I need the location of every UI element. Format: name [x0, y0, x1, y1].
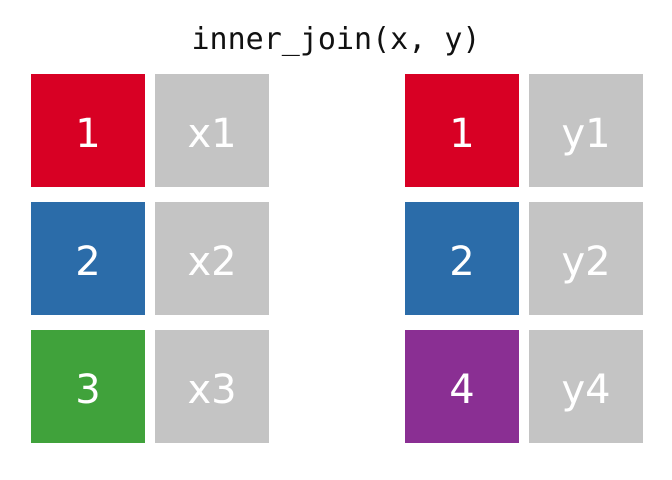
value-cell-label: y2 — [561, 239, 611, 285]
figure-title: inner_join(x, y) — [191, 22, 481, 57]
table-x: 1 x1 2 x2 3 x3 — [31, 74, 269, 443]
key-cell: 3 — [31, 330, 145, 443]
key-cell: 4 — [405, 330, 519, 443]
table-row: 2 y2 — [405, 202, 643, 315]
key-cell: 1 — [31, 74, 145, 187]
value-cell-label: y4 — [561, 367, 611, 413]
value-cell: x2 — [155, 202, 269, 315]
table-row: 4 y4 — [405, 330, 643, 443]
key-cell: 2 — [31, 202, 145, 315]
key-cell: 2 — [405, 202, 519, 315]
value-cell: y4 — [529, 330, 643, 443]
value-cell-label: x1 — [187, 111, 237, 157]
key-cell-label: 4 — [449, 367, 475, 413]
key-cell-label: 2 — [449, 239, 475, 285]
key-cell-label: 1 — [449, 111, 475, 157]
value-cell-label: y1 — [561, 111, 611, 157]
value-cell-label: x2 — [187, 239, 237, 285]
table-row: 3 x3 — [31, 330, 269, 443]
value-cell: y2 — [529, 202, 643, 315]
value-cell-label: x3 — [187, 367, 237, 413]
value-cell: y1 — [529, 74, 643, 187]
table-row: 1 x1 — [31, 74, 269, 187]
table-row: 1 y1 — [405, 74, 643, 187]
value-cell: x3 — [155, 330, 269, 443]
key-cell: 1 — [405, 74, 519, 187]
key-cell-label: 2 — [75, 239, 101, 285]
table-row: 2 x2 — [31, 202, 269, 315]
value-cell: x1 — [155, 74, 269, 187]
key-cell-label: 3 — [75, 367, 101, 413]
table-y: 1 y1 2 y2 4 y4 — [405, 74, 643, 443]
key-cell-label: 1 — [75, 111, 101, 157]
